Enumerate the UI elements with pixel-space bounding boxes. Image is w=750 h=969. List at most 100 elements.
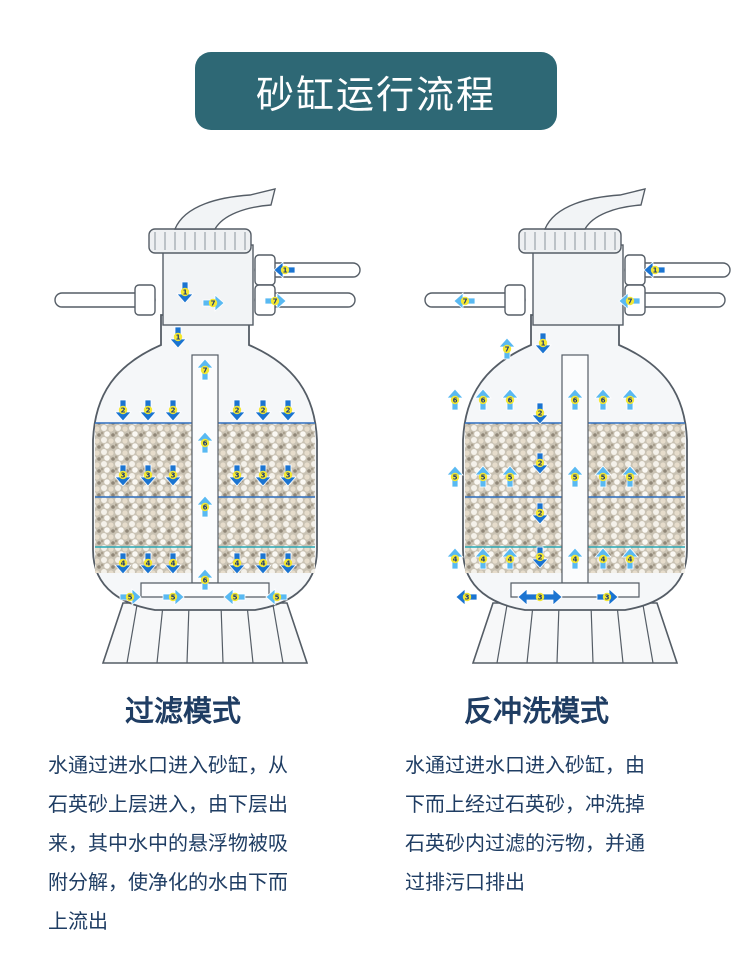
step-number: 2 [286,407,291,415]
flow-arrow: 2 [531,502,549,525]
step-badge [598,395,608,405]
step-badge [232,470,242,480]
step-number: 2 [171,407,176,415]
step-badge [283,558,293,568]
step-badge [200,438,210,448]
flow-arrow: 5 [446,465,464,488]
step-badge [570,472,580,482]
step-badge [272,592,282,602]
step-badge [258,405,268,415]
step-number: 4 [261,560,266,568]
flow-arrow: 6 [196,431,214,454]
step-badge [450,472,460,482]
step-number: 3 [605,594,610,602]
step-badge [168,405,178,415]
step-number: 5 [628,474,633,482]
flow-arrow: 4 [254,552,272,575]
flow-arrow: 5 [474,465,492,488]
step-badge [168,592,178,602]
step-number: 6 [508,397,513,405]
step-number: 4 [286,560,291,568]
step-badge [598,472,608,482]
step-badge [118,405,128,415]
flow-arrow: 4 [446,547,464,570]
step-badge [118,558,128,568]
step-number: 3 [146,472,151,480]
step-number: 5 [275,594,280,602]
flow-arrow: 5 [621,465,639,488]
flow-arrow: 4 [621,547,639,570]
step-badge [570,395,580,405]
flow-arrow: 1 [273,261,296,279]
step-badge [200,575,210,585]
flow-arrow: 2 [139,399,157,422]
flow-arrow: 5 [119,588,142,606]
step-number: 5 [481,474,486,482]
step-number: 6 [573,397,578,405]
tank-leg [156,604,164,664]
valve-handle [173,188,276,230]
step-badge [625,296,635,306]
tank-leg [272,604,284,664]
step-badge [143,405,153,415]
step-badge [143,470,153,480]
flow-arrow: 3 [139,464,157,487]
step-number: 2 [121,407,126,415]
flow-arrow: 3 [114,464,132,487]
step-badge [283,470,293,480]
tank-leg [590,604,594,664]
pipe-union [254,254,276,286]
flow-arrow: 4 [114,552,132,575]
tank-leg [126,604,138,664]
flow-arrow: 5 [223,588,246,606]
description-line: 水通过进水口进入砂缸，由 [405,753,645,777]
step-badge [625,395,635,405]
flow-arrow: 2 [279,399,297,422]
step-number: 3 [465,594,470,602]
step-badge [283,405,293,415]
step-number: 3 [538,594,543,602]
step-badge [230,592,240,602]
step-number: 4 [573,556,578,564]
step-badge [570,554,580,564]
step-number: 2 [538,460,543,468]
multiport-valve [162,244,254,326]
step-badge [270,296,280,306]
step-badge [598,554,608,564]
flow-arrow: 1 [169,326,187,349]
tank-leg [526,604,534,664]
step-number: 4 [235,560,240,568]
step-number: 5 [453,474,458,482]
center-pipe [191,354,219,584]
flow-arrow: 2 [531,546,549,569]
step-badge [258,470,268,480]
step-number: 6 [601,397,606,405]
step-badge [200,502,210,512]
step-badge [168,558,178,568]
step-badge [535,552,545,562]
step-number: 5 [601,474,606,482]
tank-leg [642,604,654,664]
tank-leg [556,604,560,664]
step-badge [478,554,488,564]
flow-arrow: 3 [517,588,563,606]
flow-arrow: 6 [474,388,492,411]
step-badge [535,458,545,468]
flow-arrow: 1 [643,261,666,279]
step-badge [538,338,548,348]
step-number: 6 [453,397,458,405]
flow-arrow: 6 [446,388,464,411]
flow-arrow: 3 [455,588,478,606]
step-badge [505,395,515,405]
step-badge [505,472,515,482]
step-badge [232,558,242,568]
step-number: 4 [508,556,513,564]
step-number: 4 [628,556,633,564]
flow-arrow: 1 [534,332,552,355]
step-badge [478,472,488,482]
step-number: 4 [171,560,176,568]
flow-arrow: 2 [164,399,182,422]
filter-mode-title: 过滤模式 [125,694,242,728]
